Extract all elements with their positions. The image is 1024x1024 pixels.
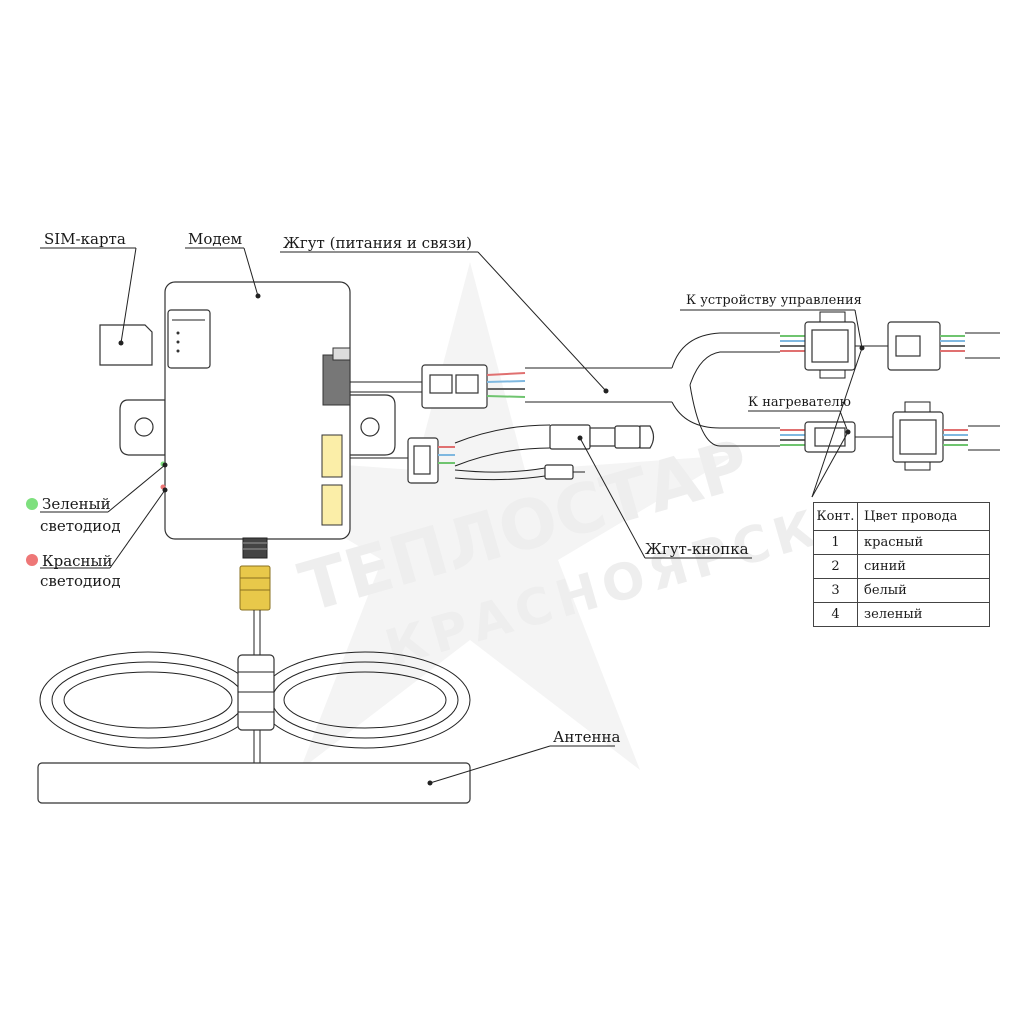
pin-cell: 1: [813, 530, 858, 555]
sim-card-label: SIM-карта: [44, 230, 126, 248]
green-led-dot: [26, 498, 38, 510]
table-row: 4 зеленый: [813, 602, 990, 627]
sim-card: [99, 324, 153, 366]
table-row: 3 белый: [813, 578, 990, 603]
antenna-label: Антенна: [553, 728, 621, 746]
antenna-cable: [39, 610, 471, 765]
red-led-label-line1: Красный: [42, 552, 113, 570]
leader-lines: [40, 247, 865, 786]
wire-color-table: Конт. Цвет провода 1 красный 2 синий 3 б…: [813, 502, 990, 627]
connector-control-unit: [780, 311, 1000, 379]
harness-label: Жгут (питания и связи): [283, 234, 472, 252]
wire-color-cell: синий: [857, 554, 990, 579]
to-control-unit-label: К устройству управления: [686, 293, 862, 308]
wire-color-cell: белый: [857, 578, 990, 603]
table-row: 2 синий: [813, 554, 990, 579]
pin-cell: 3: [813, 578, 858, 603]
to-heater-label: К нагревателю: [748, 395, 851, 410]
pin-cell: 4: [813, 602, 858, 627]
pin-header: Конт.: [813, 502, 858, 531]
connector-heater: [780, 401, 1000, 471]
wire-color-cell: зеленый: [857, 602, 990, 627]
power-comm-harness: [350, 332, 780, 447]
modem: [119, 281, 396, 611]
red-led-label-line2: светодиод: [40, 572, 121, 590]
green-led-label-line1: Зеленый: [42, 495, 111, 513]
table-header-row: Конт. Цвет провода: [813, 502, 990, 531]
green-led-label-line2: светодиод: [40, 517, 121, 535]
wire-color-header: Цвет провода: [857, 502, 990, 531]
modem-label: Модем: [188, 230, 243, 248]
button-harness: [350, 424, 655, 484]
wire-color-cell: красный: [857, 530, 990, 555]
table-row: 1 красный: [813, 530, 990, 555]
pin-cell: 2: [813, 554, 858, 579]
button-harness-label: Жгут-кнопка: [645, 540, 749, 558]
red-led-dot: [26, 554, 38, 566]
antenna: [37, 762, 471, 804]
watermark-star: [205, 262, 735, 770]
